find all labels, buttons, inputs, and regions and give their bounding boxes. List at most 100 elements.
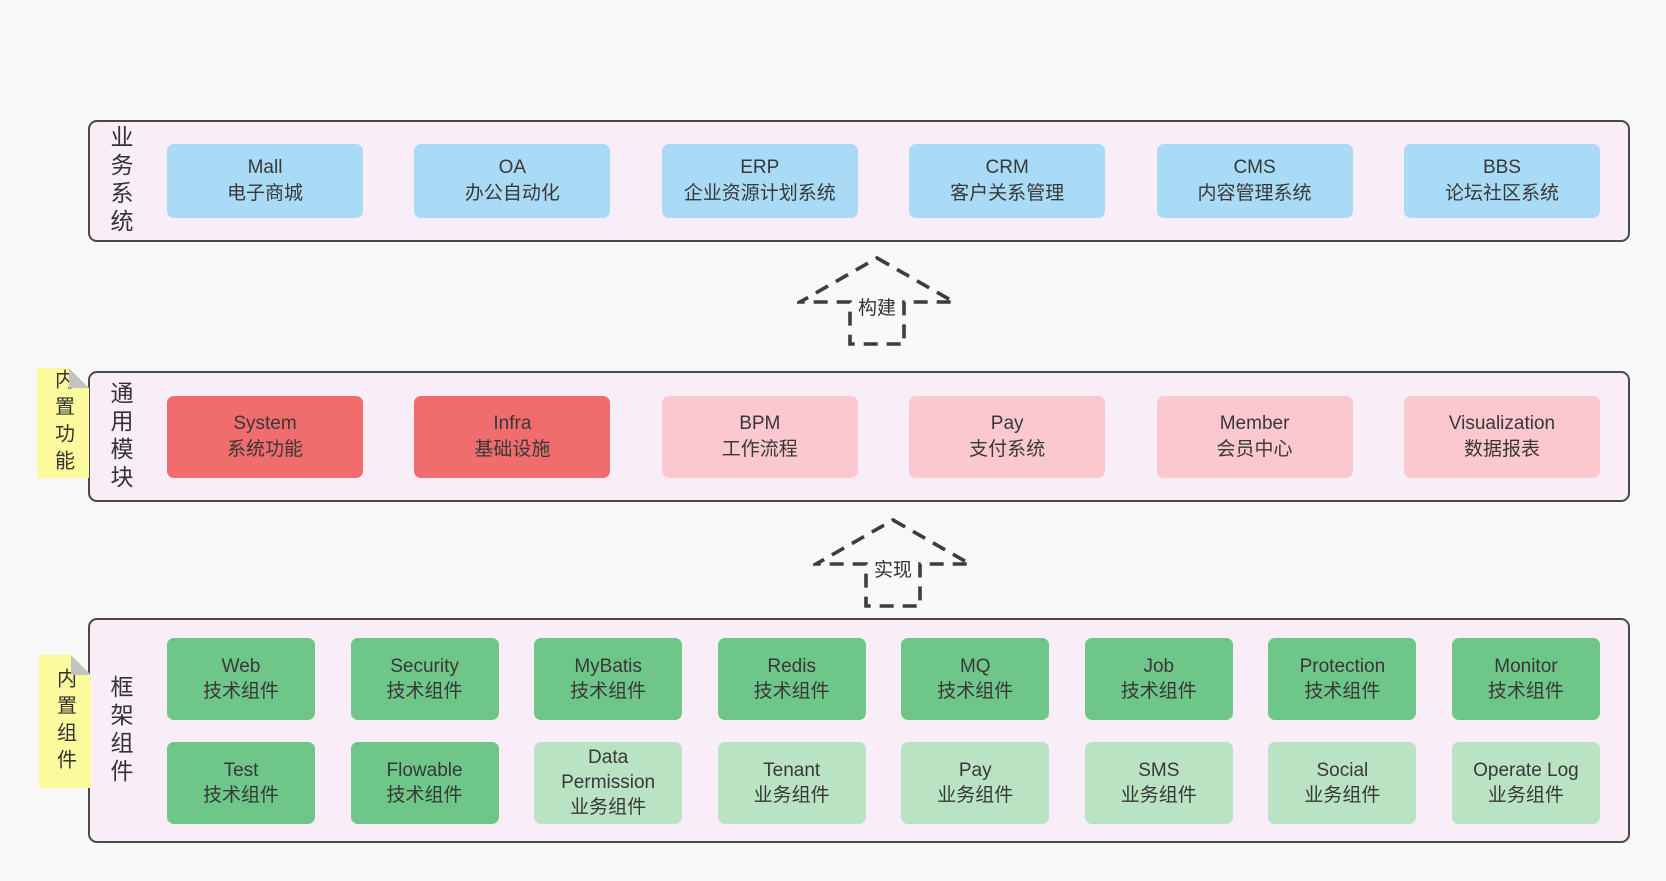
box-member: Member 会员中心 bbox=[1156, 395, 1353, 478]
box-title: MyBatis bbox=[574, 655, 642, 677]
box-subtitle: 电子商城 bbox=[226, 183, 303, 204]
box-title: ERP bbox=[740, 157, 780, 178]
box-subtitle: 基础设施 bbox=[474, 438, 551, 460]
band-label-common-modules: 通用模块 bbox=[107, 380, 133, 493]
band2-boxes: System 系统功能 Infra 基础设施 BPM 工作流程 Pay 支付系统… bbox=[137, 395, 1628, 478]
box-web: Web 技术组件 bbox=[167, 637, 315, 720]
arrow-build-label: 构建 bbox=[853, 293, 901, 320]
box-title: Pay bbox=[990, 412, 1024, 434]
box-subtitle: 内容管理系统 bbox=[1197, 183, 1312, 204]
band1-boxes: Mall 电子商城 OA 办公自动化 ERP 企业资源计划系统 CRM 客户关系… bbox=[137, 144, 1628, 218]
box-subtitle: 业务组件 bbox=[753, 784, 830, 806]
box-security: Security 技术组件 bbox=[350, 637, 499, 720]
box-subtitle: 技术组件 bbox=[570, 680, 647, 702]
box-title: Mall bbox=[247, 157, 283, 178]
box-subtitle: 办公自动化 bbox=[464, 183, 560, 204]
box-subtitle: 技术组件 bbox=[386, 680, 463, 702]
box-subtitle: 技术组件 bbox=[1487, 680, 1564, 702]
box-title: Protection bbox=[1299, 655, 1386, 677]
box-flowable: Flowable 技术组件 bbox=[350, 741, 499, 824]
box-pay-component: Pay 业务组件 bbox=[901, 741, 1050, 824]
box-title: Data Permission bbox=[561, 747, 656, 793]
box-title: BBS bbox=[1482, 157, 1521, 178]
box-mall: Mall 电子商城 bbox=[167, 144, 363, 218]
box-subtitle: 技术组件 bbox=[202, 680, 279, 702]
box-title: Redis bbox=[767, 655, 816, 677]
box-title: Web bbox=[221, 655, 261, 677]
box-title: Operate Log bbox=[1473, 759, 1579, 781]
box-subtitle: 业务组件 bbox=[570, 797, 647, 818]
box-subtitle: 论坛社区系统 bbox=[1444, 183, 1559, 204]
box-data-permission: Data Permission 业务组件 bbox=[534, 741, 683, 824]
band-common-modules: 通用模块 System 系统功能 Infra 基础设施 BPM 工作流程 Pay… bbox=[88, 371, 1630, 502]
box-oa: OA 办公自动化 bbox=[414, 144, 611, 218]
box-job: Job 技术组件 bbox=[1084, 637, 1233, 720]
box-subtitle: 技术组件 bbox=[386, 784, 463, 806]
box-test: Test 技术组件 bbox=[167, 741, 315, 824]
box-erp: ERP 企业资源计划系统 bbox=[661, 144, 858, 218]
box-title: Infra bbox=[493, 412, 532, 434]
box-subtitle: 业务组件 bbox=[1304, 784, 1381, 806]
box-system: System 系统功能 bbox=[167, 395, 363, 478]
box-subtitle: 客户关系管理 bbox=[950, 183, 1065, 204]
box-tenant: Tenant 业务组件 bbox=[717, 741, 866, 824]
band3-boxes: Web 技术组件 Security 技术组件 MyBatis 技术组件 Redi… bbox=[137, 637, 1628, 824]
box-subtitle: 技术组件 bbox=[202, 784, 279, 806]
box-subtitle: 技术组件 bbox=[937, 680, 1014, 702]
arrow-implement-label: 实现 bbox=[869, 555, 917, 582]
box-subtitle: 企业资源计划系统 bbox=[683, 183, 836, 204]
box-visualization: Visualization 数据报表 bbox=[1403, 395, 1600, 478]
box-cms: CMS 内容管理系统 bbox=[1156, 144, 1353, 218]
box-title: Flowable bbox=[386, 759, 463, 781]
box-mybatis: MyBatis 技术组件 bbox=[534, 637, 683, 720]
box-title: CRM bbox=[985, 157, 1029, 178]
box-title: Security bbox=[390, 655, 459, 677]
band-framework-components: 框架组件 Web 技术组件 Security 技术组件 MyBatis 技术组件… bbox=[88, 618, 1630, 843]
box-infra: Infra 基础设施 bbox=[414, 395, 611, 478]
box-subtitle: 业务组件 bbox=[1120, 784, 1197, 806]
band-label-business-systems: 业务系统 bbox=[107, 125, 133, 237]
box-subtitle: 会员中心 bbox=[1216, 438, 1293, 460]
box-title: Social bbox=[1316, 759, 1369, 781]
box-pay-module: Pay 支付系统 bbox=[909, 395, 1106, 478]
dashed-up-arrow-icon bbox=[793, 255, 961, 346]
dashed-up-arrow-icon bbox=[809, 517, 977, 608]
box-title: OA bbox=[498, 157, 527, 178]
box-title: Visualization bbox=[1448, 412, 1556, 434]
arrow-implement: 实现 bbox=[809, 517, 977, 609]
box-title: Tenant bbox=[763, 759, 821, 781]
box-title: Test bbox=[223, 759, 259, 781]
box-subtitle: 技术组件 bbox=[1304, 680, 1381, 702]
folded-corner-icon bbox=[69, 368, 89, 388]
box-title: MQ bbox=[959, 655, 991, 677]
sticky-label: 内置组件 bbox=[53, 667, 76, 776]
box-subtitle: 业务组件 bbox=[937, 784, 1014, 806]
box-title: BPM bbox=[739, 412, 781, 434]
box-monitor: Monitor 技术组件 bbox=[1451, 637, 1600, 720]
box-subtitle: 数据报表 bbox=[1463, 438, 1540, 460]
box-redis: Redis 技术组件 bbox=[717, 637, 866, 720]
box-subtitle: 业务组件 bbox=[1487, 784, 1564, 806]
box-title: SMS bbox=[1138, 759, 1180, 781]
box-protection: Protection 技术组件 bbox=[1268, 637, 1417, 720]
box-bpm: BPM 工作流程 bbox=[661, 395, 858, 478]
box-crm: CRM 客户关系管理 bbox=[909, 144, 1106, 218]
sticky-note-built-in-features: 内置功能 bbox=[37, 368, 89, 478]
box-title: Member bbox=[1219, 412, 1290, 434]
sticky-label: 内置功能 bbox=[51, 369, 74, 477]
band-business-systems: 业务系统 Mall 电子商城 OA 办公自动化 ERP 企业资源计划系统 CRM… bbox=[88, 120, 1630, 242]
box-social: Social 业务组件 bbox=[1268, 741, 1417, 824]
box-mq: MQ 技术组件 bbox=[901, 637, 1050, 720]
box-title: Job bbox=[1143, 655, 1175, 677]
arrow-build: 构建 bbox=[793, 255, 961, 347]
box-title: System bbox=[233, 412, 297, 434]
box-subtitle: 技术组件 bbox=[753, 680, 830, 702]
box-bbs: BBS 论坛社区系统 bbox=[1403, 144, 1600, 218]
box-subtitle: 技术组件 bbox=[1120, 680, 1197, 702]
band-label-framework-components: 框架组件 bbox=[107, 674, 133, 787]
box-subtitle: 工作流程 bbox=[721, 438, 798, 460]
box-subtitle: 系统功能 bbox=[226, 438, 303, 460]
sticky-note-built-in-components: 内置组件 bbox=[39, 655, 91, 788]
box-subtitle: 支付系统 bbox=[969, 438, 1046, 460]
